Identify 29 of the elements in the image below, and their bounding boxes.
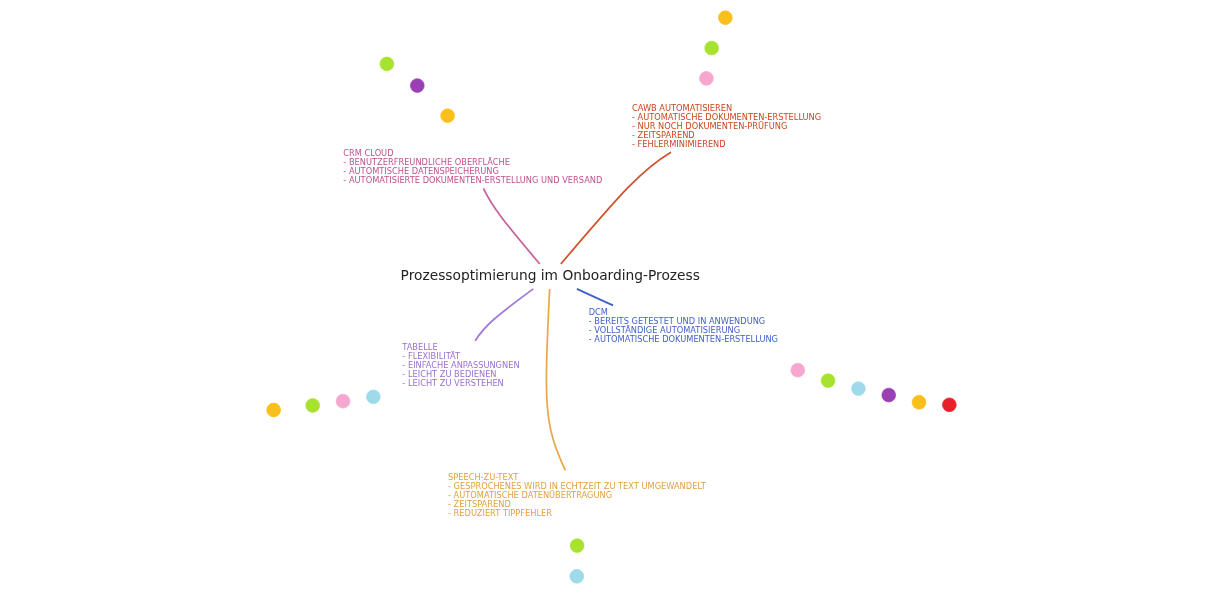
- node-circle: [699, 71, 714, 86]
- node-circle: [569, 569, 585, 584]
- node-circle: [266, 402, 281, 418]
- connector: [474, 288, 535, 342]
- connector: [576, 288, 614, 307]
- node-circle: [569, 538, 585, 553]
- node-circle: [305, 398, 320, 413]
- connector: [545, 288, 567, 472]
- node-text: Prozessoptimierung im Onboarding-Prozess: [400, 266, 700, 283]
- node-text: CAWB AUTOMATISIEREN - AUTOMATISCHE DOKUMENTEN-ERSTELLUNG - NUR NOCH DOKUMENTEN-PRÜFUNG - ZEITSPAREND - FEHLERMINIMIEREND: [631, 103, 822, 150]
- node-circle: [790, 362, 805, 378]
- node-circle: [704, 40, 719, 56]
- node-circle: [440, 108, 455, 123]
- node-text: SPEECH-ZU-TEXT - GESPROCHENES WIRD IN ECHTZEIT ZU TEXT UMGEWANDELT - AUTOMATISCHE DATENÜBERTRAGUNG - ZEITSPAREND - REDUZIERT TIPPFEHLER: [448, 471, 706, 518]
- node-circle: [379, 56, 395, 72]
- node-circle: [335, 393, 351, 409]
- node-circle: [881, 387, 896, 403]
- node-circle: [366, 389, 381, 405]
- connector: [559, 151, 672, 265]
- node-circle: [911, 395, 927, 410]
- node-text: TABELLE - FLEXIBILITÄT - EINFACHE ANPASSUNGNEN - LEICHT ZU BEDIENEN - LEICHT ZU VERSTEHEN: [402, 342, 520, 388]
- connector: [482, 187, 541, 265]
- node-circle: [851, 381, 866, 396]
- node-circle: [718, 10, 733, 25]
- node-text: DCM - BEREITS GETESTET UND IN ANWENDUNG - VOLLSTÄNDIGE AUTOMATISIERUNG - AUTOMATISCHE DOKUMENTEN-ERSTELLUNG: [588, 306, 779, 344]
- node-circle: [410, 78, 425, 93]
- node-circle: [820, 373, 836, 388]
- node-text: CRM CLOUD - BENUTZERFREUNDLICHE OBERFLÄCHE - AUTOMTISCHE DATENSPEICHERUNG - AUTOMATISIERTE DOKUMENTEN-ERSTELLUNG UND VERSAND: [343, 148, 603, 186]
- node-circle: [942, 397, 957, 412]
